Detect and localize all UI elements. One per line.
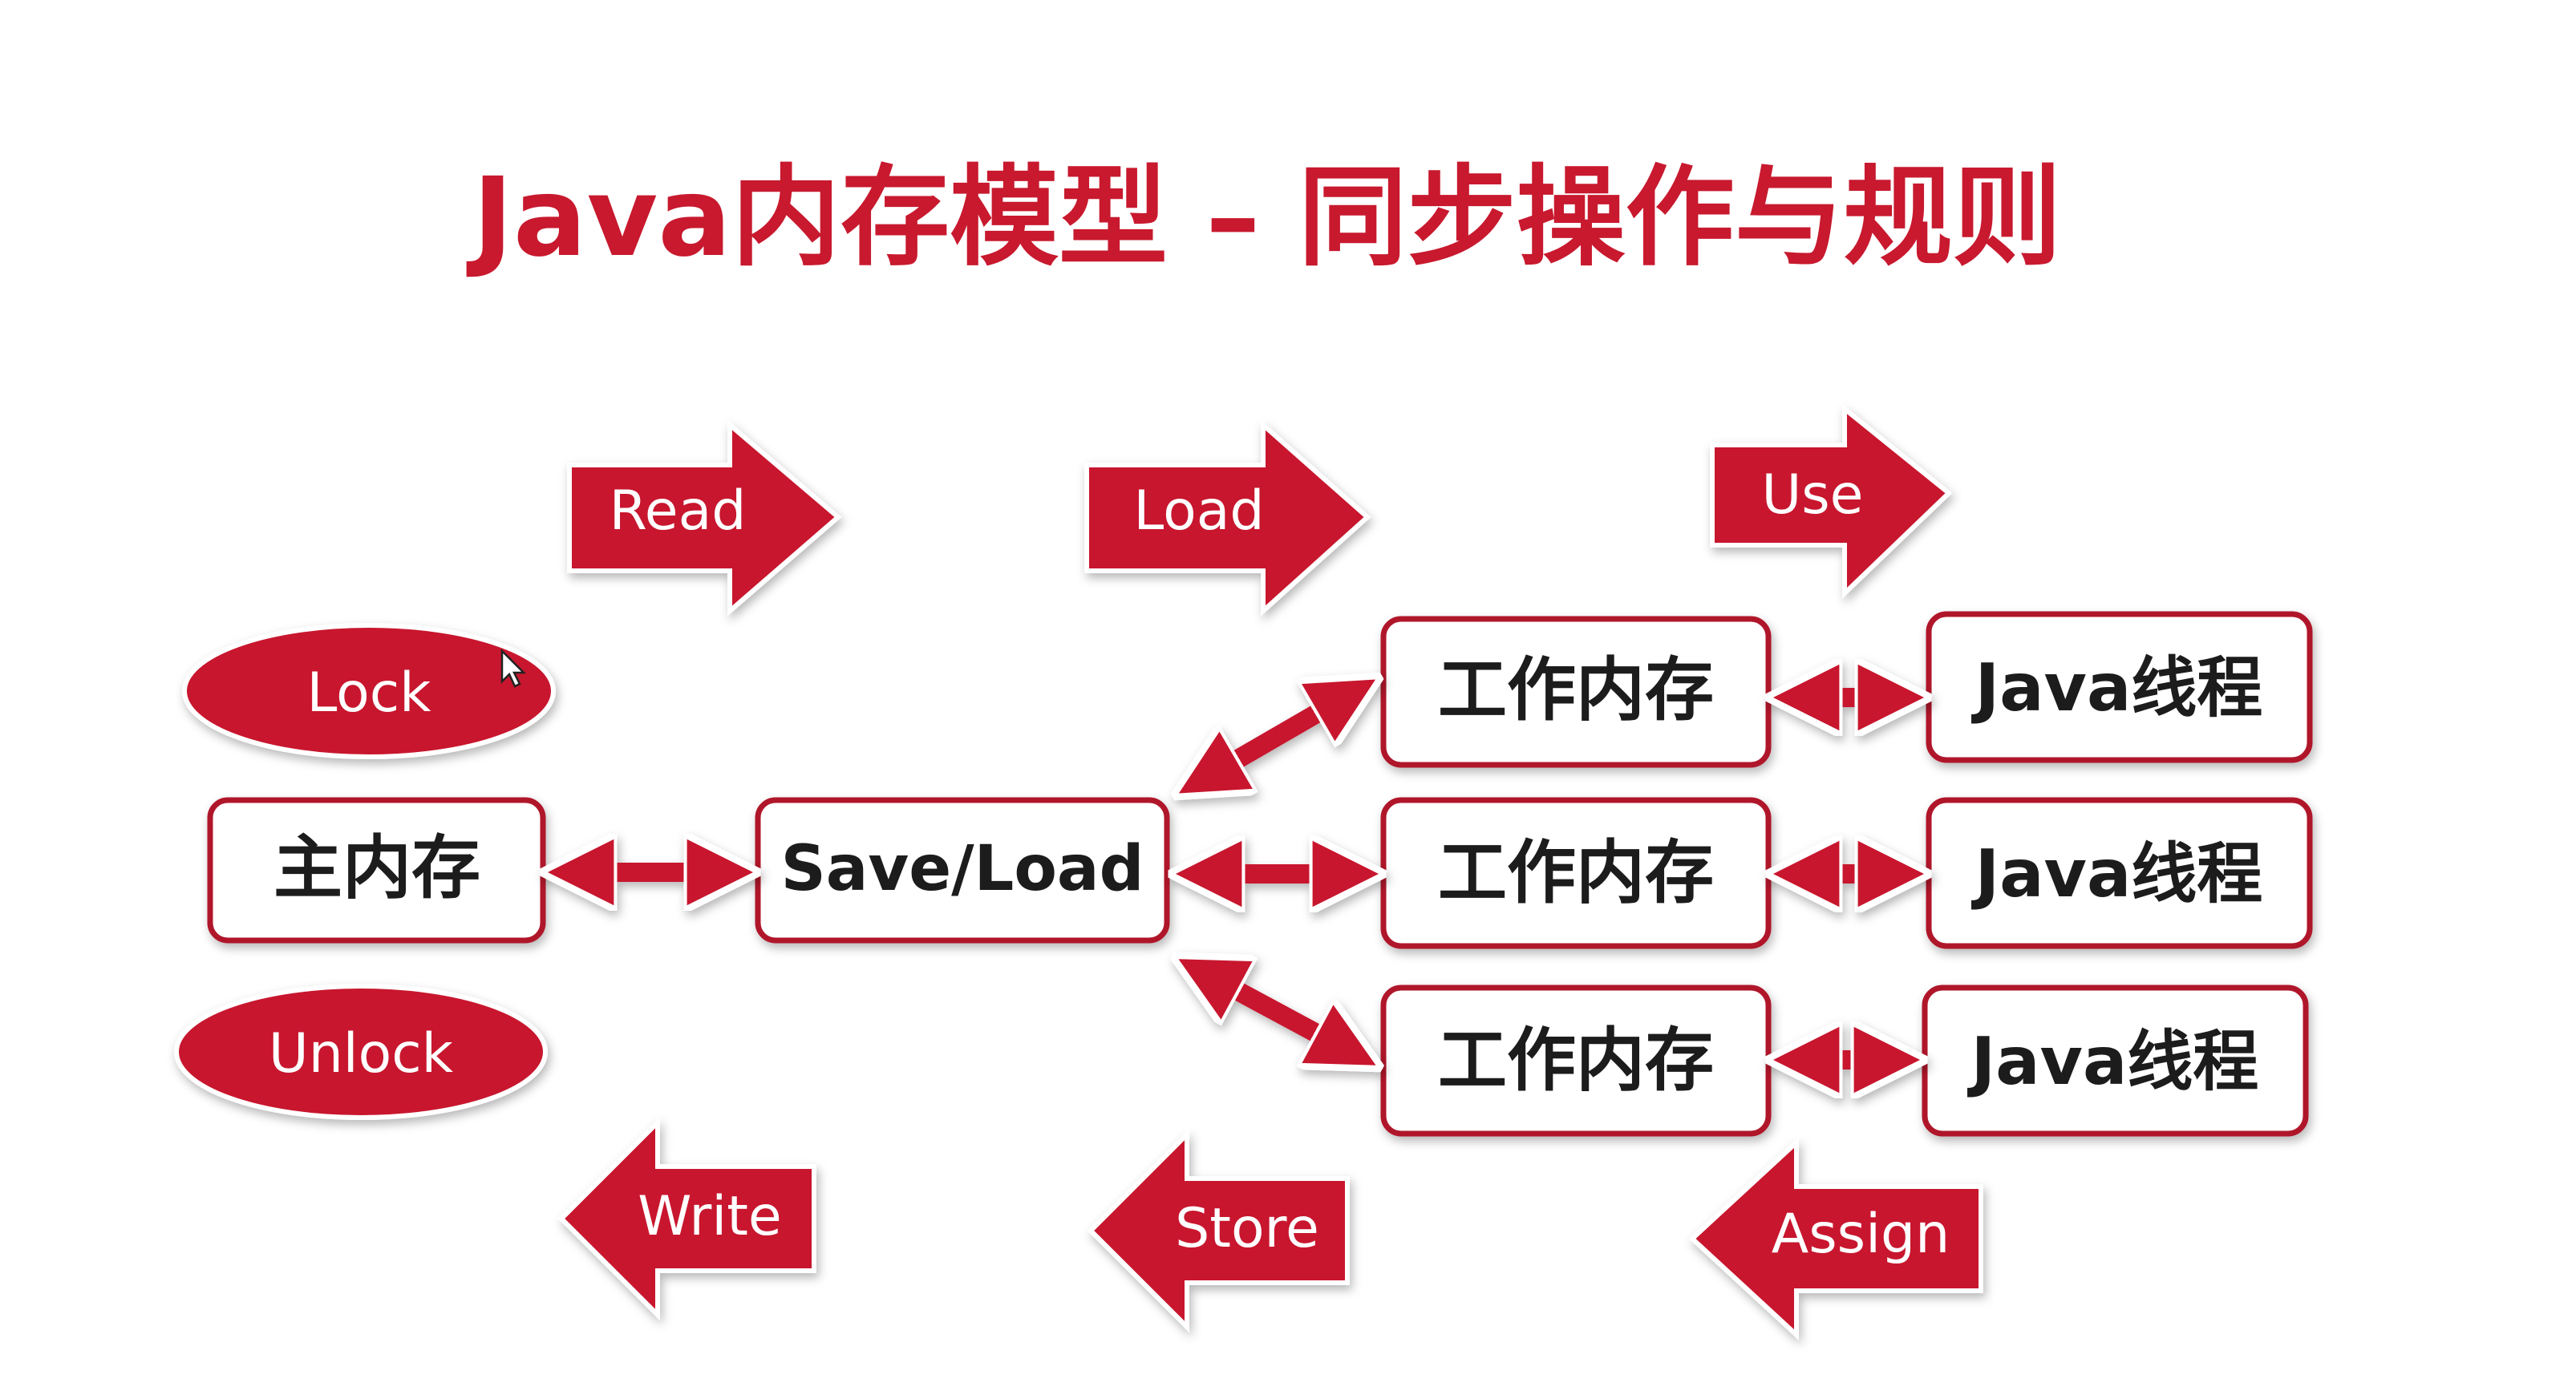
read-label: Read [610,479,747,543]
read-arrow: Read [567,419,842,617]
write-label: Write [638,1185,782,1248]
save-load-label: Save/Load [781,833,1144,905]
unlock-label: Unlock [269,1022,454,1086]
main-memory-label: 主内存 [273,828,480,908]
working-memory-label: 工作内存 [1438,833,1714,913]
working-memory-box-3: 工作内存 [1380,985,1772,1137]
use-label: Use [1761,463,1863,527]
working-memory-box-1: 工作内存 [1380,616,1772,768]
working-memory-box-2: 工作内存 [1380,797,1772,949]
lock-label: Lock [306,661,431,725]
save-load-box: Save/Load [755,797,1170,944]
mouse-cursor-icon [500,648,527,688]
write-arrow: Write [557,1116,816,1321]
java-thread-label: Java线程 [1971,836,2263,912]
java-thread-label: Java线程 [1971,650,2263,726]
use-arrow: Use [1710,403,1953,600]
lock-ellipse: Lock [182,623,556,759]
assign-label: Assign [1772,1203,1950,1266]
java-thread-box-2: Java线程 [1926,797,2313,949]
main-memory-box: 主内存 [207,797,546,944]
connector-saveload-working-3 [1199,970,1355,1054]
connector-saveload-working-1 [1199,691,1355,782]
java-thread-label: Java线程 [1967,1024,2259,1100]
load-label: Load [1133,479,1264,543]
load-arrow: Load [1084,419,1371,617]
java-thread-box-3: Java线程 [1922,985,2309,1137]
store-label: Store [1175,1197,1319,1260]
assign-arrow: Assign [1688,1137,1983,1340]
java-thread-box-1: Java线程 [1926,611,2313,763]
unlock-ellipse: Unlock [174,984,548,1120]
page-title: Java内存模型 – 同步操作与规则 [466,155,2062,281]
working-memory-label: 工作内存 [1438,1021,1714,1101]
working-memory-label: 工作内存 [1438,650,1714,730]
store-arrow: Store [1087,1128,1350,1333]
